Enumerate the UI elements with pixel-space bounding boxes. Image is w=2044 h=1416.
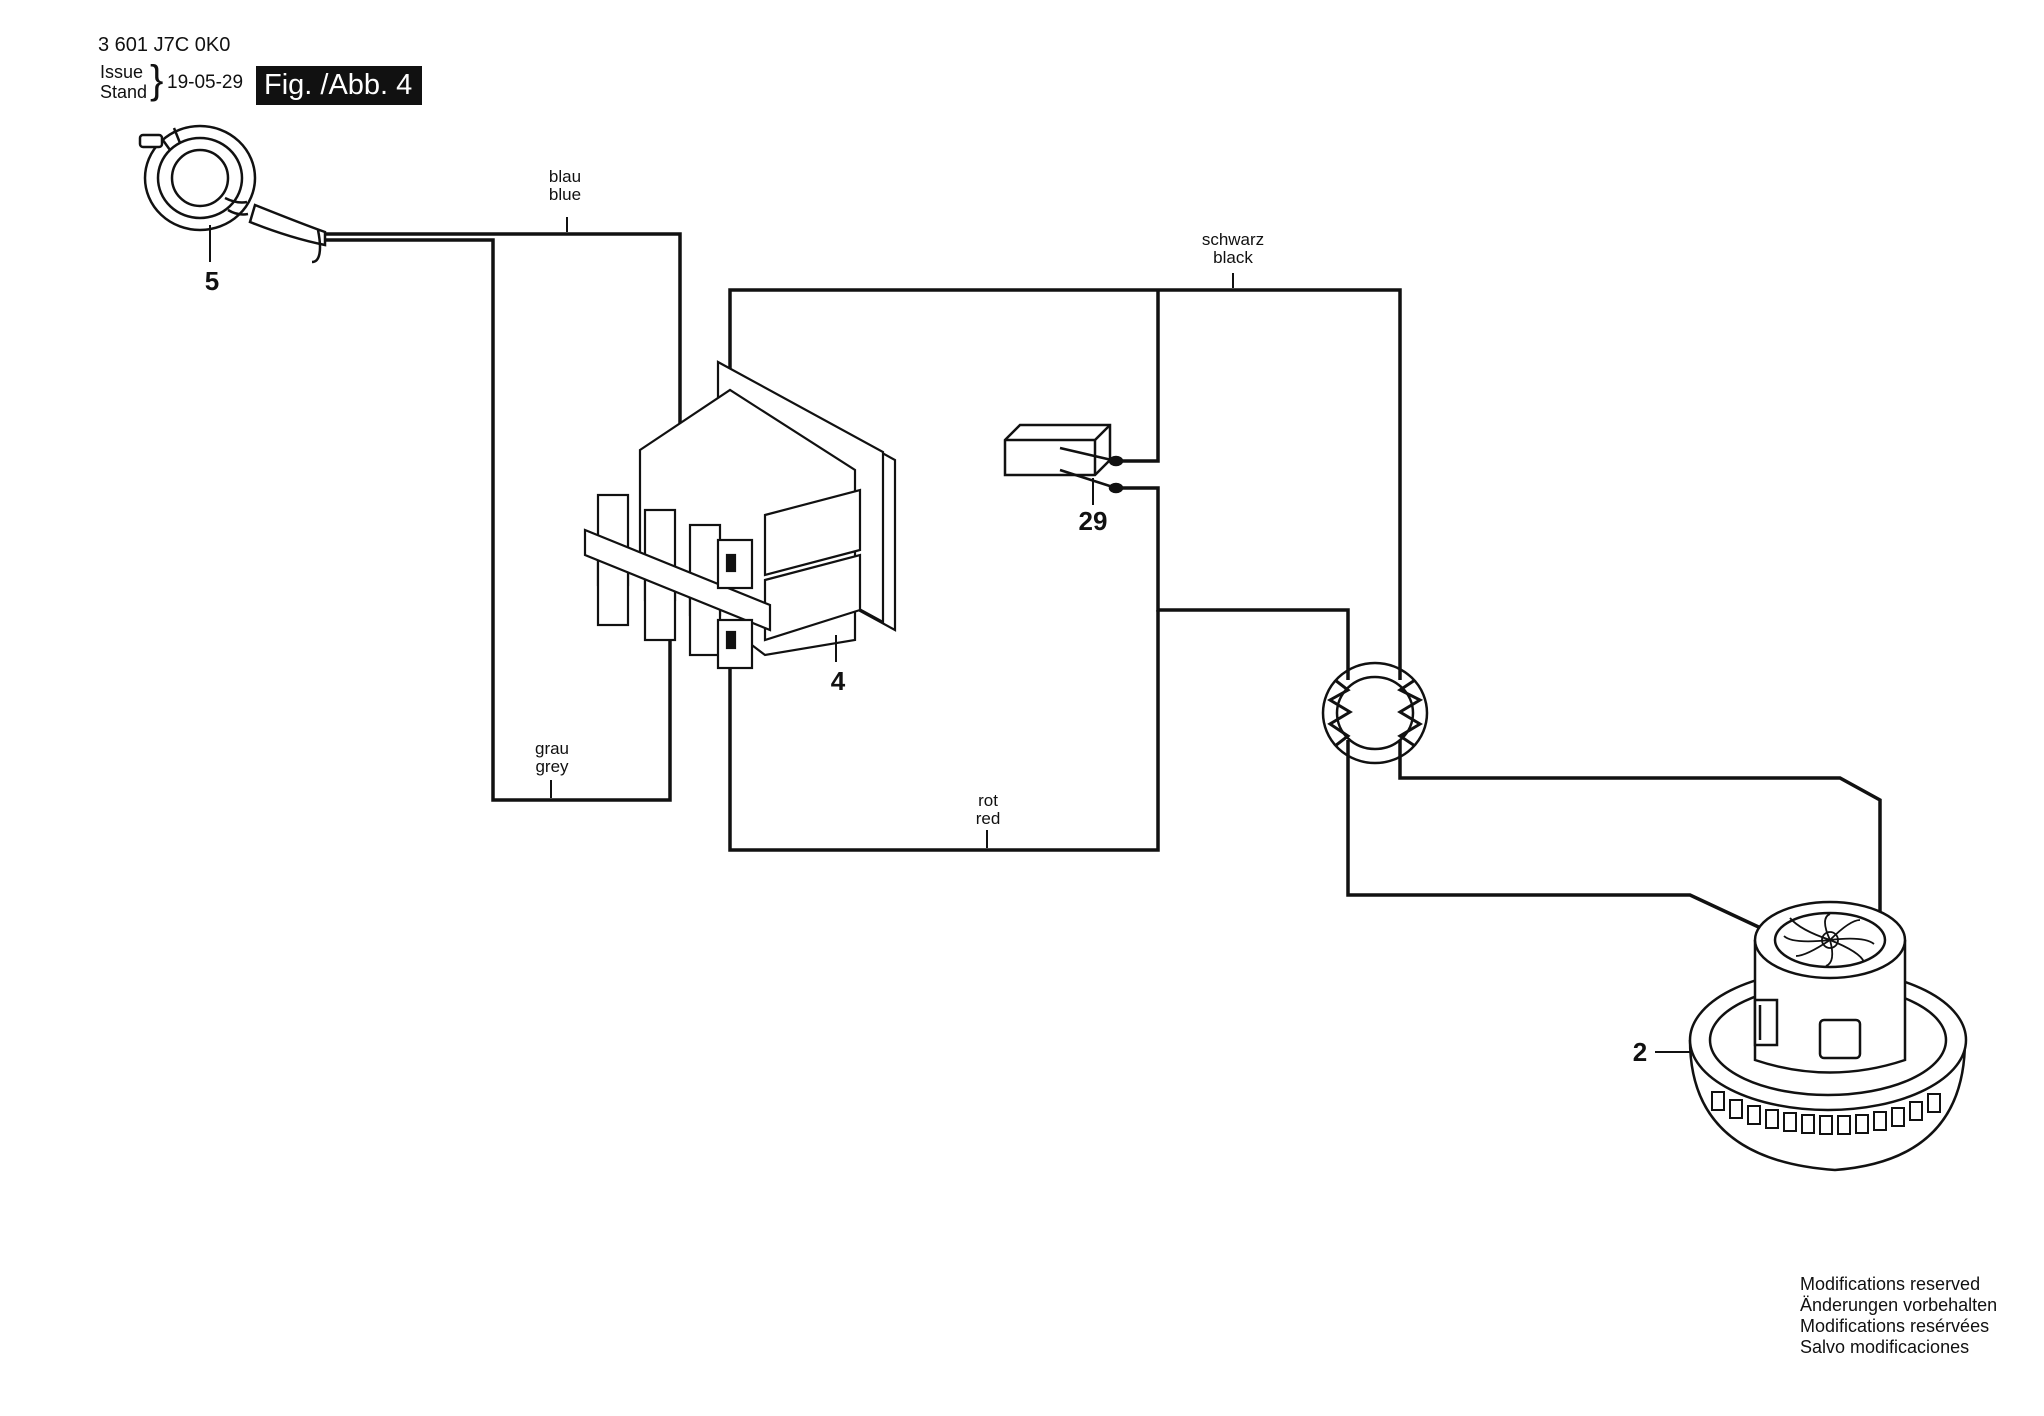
wire-label-blue-de: blau: [549, 167, 581, 186]
issue-label: Issue Stand: [100, 62, 147, 102]
issue-label-de: Stand: [100, 82, 148, 102]
brace-symbol: }: [150, 58, 164, 102]
motor: [1688, 900, 1968, 1172]
fan-blades: [1783, 913, 1875, 967]
figure-label: Fig. /Abb. 4: [256, 66, 423, 105]
callout-motor: 2: [1633, 1037, 1647, 1067]
wire-label-ticks: [550, 217, 1234, 848]
wire-label-grey-en: grey: [535, 757, 569, 776]
wire-label-red-en: red: [976, 809, 1001, 828]
wire-capacitor-top: [1116, 290, 1160, 463]
callout-switch: 4: [831, 666, 846, 696]
wire-label-grey-de: grau: [535, 739, 569, 758]
issue-label-en: Issue: [100, 62, 144, 82]
wire-label-black-de: schwarz: [1202, 230, 1264, 249]
header: 3 601 J7C 0K0 Issue Stand } 19-05-29 Fig…: [0, 0, 520, 120]
capacitor: [1003, 423, 1124, 494]
modification-notes: Modifications reserved Änderungen vorbeh…: [1800, 1274, 1997, 1358]
rocker-switch: [583, 360, 897, 670]
wire-label-blue-en: blue: [549, 185, 581, 204]
wire-motor-right: [1398, 740, 1882, 935]
thermal-protector: [1321, 661, 1429, 765]
wire-motor-left: [1346, 740, 1766, 932]
wire-capacitor-bottom: [1116, 486, 1350, 680]
wire-grey: [325, 238, 672, 802]
callout-capacitor: 29: [1079, 506, 1108, 536]
note-line: Salvo modificaciones: [1800, 1337, 1970, 1357]
wire-red: [728, 610, 1160, 852]
wire-label-red-de: rot: [978, 791, 998, 810]
part-number: 3 601 J7C 0K0: [98, 34, 231, 56]
note-line: Modifications reserved: [1800, 1274, 1981, 1294]
note-line: Modifications resérvées: [1800, 1316, 1990, 1336]
motor-vents: [1711, 1091, 1941, 1135]
issue-date: 19-05-29: [167, 72, 244, 93]
wire-label-black-en: black: [1213, 248, 1253, 267]
callout-plug: 5: [205, 266, 219, 296]
note-line: Änderungen vorbehalten: [1800, 1295, 1998, 1315]
power-plug: [138, 124, 327, 264]
wires: [325, 232, 1882, 935]
